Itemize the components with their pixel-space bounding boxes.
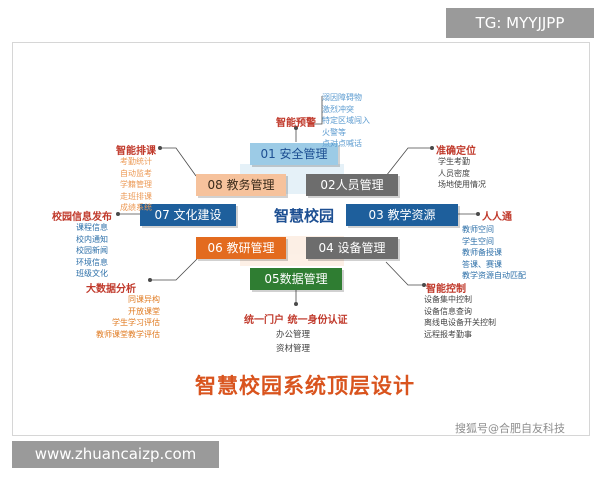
list-item: 考勤统计 [120, 157, 152, 166]
module-05-data: 05数据管理 [250, 268, 342, 290]
connector-alert-list [310, 96, 323, 125]
list-item: 远程报考勤事 [424, 329, 472, 339]
list-item: 开放课堂 [128, 306, 160, 316]
list-control: 设备集中控制 设备信息查询 离线电设备开关控制 远程报考勤事 [424, 294, 496, 340]
list-item: 课程信息 [76, 223, 108, 232]
heading-alert: 智能预警 [276, 118, 316, 129]
connector-dot [294, 302, 298, 306]
connector-dot [294, 126, 298, 130]
list-item: 学生学习评估 [112, 318, 160, 327]
list-item: 教师空间 [462, 225, 494, 234]
list-item: 资材管理 [276, 344, 311, 354]
heading-schedule: 智能排课 [116, 146, 156, 157]
connector-dot [148, 278, 152, 282]
list-item: 办公管理 [276, 330, 311, 340]
connector-dot [116, 212, 120, 216]
watermark-bottom-left: www.zhuancaizp.com [12, 441, 219, 468]
list-info: 课程信息 校内通知 校园新闻 环境信息 班级文化 [76, 222, 108, 280]
list-people: 教师空间 学生空间 教师备授课 答课、赛课 教学资源自动匹配 [462, 224, 526, 282]
connector-dot [476, 212, 480, 216]
list-data: 办公管理 资材管理 [276, 328, 310, 356]
module-01-safety: 01 安全管理 [250, 143, 338, 165]
list-item: 校园新闻 [76, 246, 108, 255]
connector-dot [422, 283, 426, 287]
diagram-frame [12, 42, 590, 436]
center-title: 智慧校园 [273, 207, 334, 225]
watermark-top-right: TG: MYYJJPP [446, 8, 594, 38]
list-item: 教师课堂教学评估 [96, 329, 160, 339]
list-item: 人员密度 [438, 168, 470, 178]
module-02-personnel: 02人员管理 [306, 174, 398, 196]
connector-bigdata [150, 257, 199, 281]
slogan: 统一门户 统一身份认证 [244, 315, 348, 326]
heading-control: 智能控制 [426, 284, 466, 295]
connector-locate [385, 147, 432, 177]
module-04-equipment: 04 设备管理 [306, 237, 398, 259]
diagram-title: 智慧校园系统顶层设计 [195, 374, 415, 398]
list-alert: 溺因障碍物 激烈冲突 特定区域闯入 火警等 点对点喊话 [322, 92, 370, 150]
list-item: 特定区域闯入 [322, 116, 370, 125]
list-item: 溺因障碍物 [322, 93, 362, 102]
list-bigdata: 同课异构 开放课堂 学生学习评估 教师课堂教学评估 [96, 294, 160, 340]
list-item: 学生空间 [462, 236, 494, 246]
list-item: 教师备授课 [462, 248, 502, 257]
list-item: 设备信息查询 [424, 306, 472, 316]
connector-schedule [160, 147, 197, 177]
module-07-culture: 07 文化建设 [140, 204, 236, 226]
list-item: 环境信息 [76, 257, 108, 267]
list-item: 答课、赛课 [462, 259, 502, 269]
heading-bigdata: 大数据分析 [86, 284, 136, 295]
heading-people: 人人通 [482, 212, 512, 223]
list-item: 成绩系统 [120, 203, 152, 212]
list-item: 火警等 [322, 127, 346, 137]
module-08-academic: 08 教务管理 [196, 174, 286, 196]
module-03-teaching-resources: 03 教学资源 [346, 204, 458, 226]
list-item: 教学资源自动匹配 [462, 271, 526, 280]
heading-locate: 准确定位 [436, 146, 476, 157]
list-item: 点对点喊话 [322, 139, 362, 148]
list-item: 场地使用情况 [438, 180, 486, 189]
list-item: 校内通知 [76, 234, 108, 244]
list-item: 学籍管理 [120, 180, 152, 189]
list-item: 离线电设备开关控制 [424, 318, 496, 327]
list-schedule: 考勤统计 自动监考 学籍管理 走班排课 成绩系统 [120, 156, 152, 214]
list-item: 同课异构 [128, 295, 160, 304]
list-item: 学生考勤 [438, 157, 470, 166]
heading-info: 校园信息发布 [52, 212, 112, 223]
list-item: 设备集中控制 [424, 295, 472, 304]
list-item: 自动监考 [120, 168, 152, 178]
list-item: 班级文化 [76, 269, 108, 278]
list-locate: 学生考勤 人员密度 场地使用情况 [438, 156, 486, 191]
list-item: 激烈冲突 [322, 104, 354, 114]
connector-dot [430, 146, 434, 150]
watermark-credit: 搜狐号@合肥自友科技 [455, 422, 565, 435]
connector-control [385, 261, 424, 286]
module-06-research: 06 教研管理 [196, 237, 286, 259]
list-item: 走班排课 [120, 191, 152, 201]
connector-dot [158, 146, 162, 150]
